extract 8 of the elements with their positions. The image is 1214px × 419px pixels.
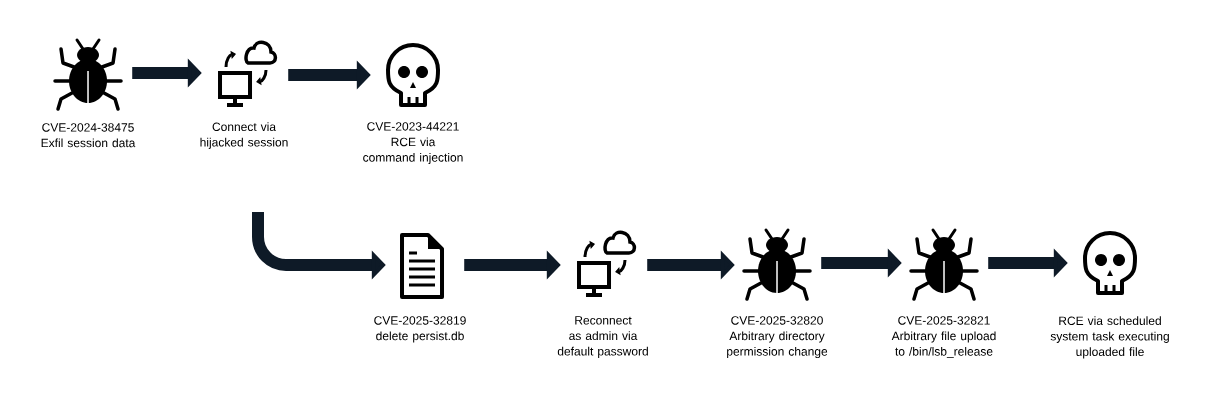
caption-text: CVE-2025-32820 Arbitrary directory permission change (727, 316, 828, 359)
caption-text: CVE-2025-32819 delete persist.db (374, 316, 466, 343)
caption-text: Connect via hijacked session (200, 122, 288, 149)
caption-text: RCE via scheduled system task executing uploaded file (1050, 316, 1169, 359)
caption-text: Reconnect as admin via default password (557, 316, 648, 358)
caption-text: CVE-2024-38475 Exfil session data (41, 123, 136, 148)
caption-text: CVE-2023-44221 RCE via command injection (363, 122, 463, 165)
caption-text: CVE-2025-32821 Arbitrary file upload to /bin/lsb_release (891, 316, 996, 358)
